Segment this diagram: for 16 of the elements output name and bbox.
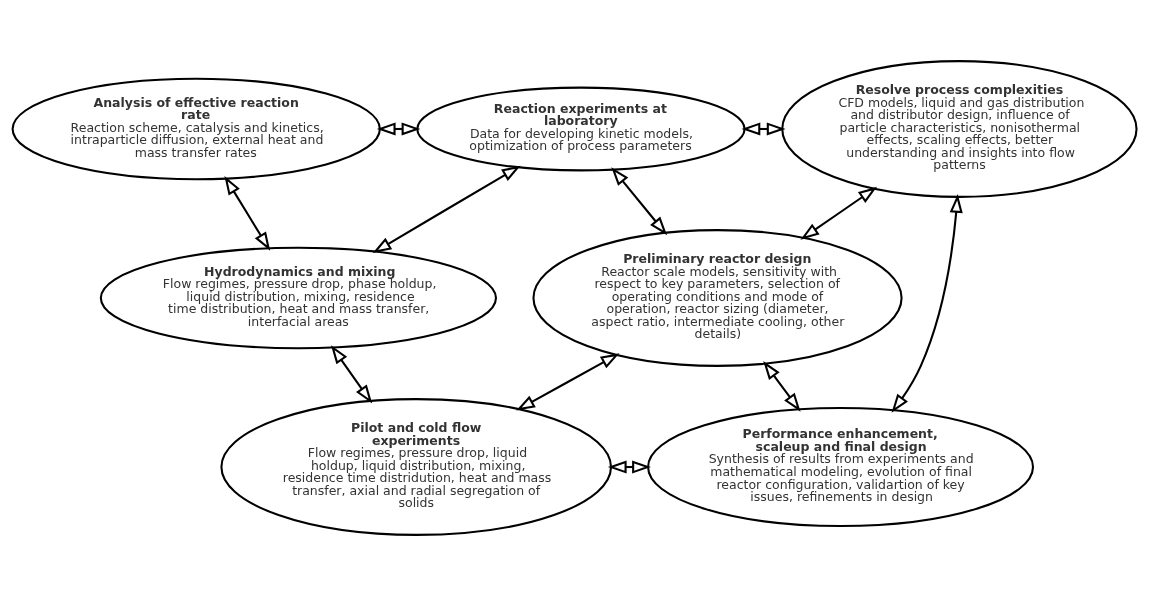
arrow [763, 360, 801, 412]
node-ellipse: Analysis of effective reaction rate Reaction scheme, catalysis and kinetics, intraparticle diffusion, external heat and mass transfer rates [11, 77, 381, 180]
node-ellipse: Performance enhancement, scaleup and final design Synthesis of results from experiments and mathematical modeling, evolution of final reactor configuration, validartion of key issues, refinements in design [647, 406, 1035, 527]
arrow [376, 121, 421, 136]
arrow [516, 352, 620, 411]
arrow [611, 166, 668, 235]
arrow [741, 121, 786, 136]
arrow [800, 186, 878, 240]
arrow [224, 175, 271, 251]
node-ellipse: Reaction experiments at laboratory Data for developing kinetic models, optimization of process parameters [416, 86, 746, 171]
arrow [372, 165, 521, 253]
arrow [891, 193, 963, 413]
arrow [330, 344, 373, 404]
node-ellipse: Hydrodynamics and mixing Flow regimes, pressure drop, phase holdup, liquid distribution, mixing, residence time distribution, heat and mass transfer, interfacial areas [99, 246, 498, 349]
node-ellipse: Resolve process complexities CFD models, liquid and gas distribution and distributor design, influence of particle characteristics, nonisothermal effects, scaling effects, better understanding and insights into flow patterns [781, 59, 1138, 198]
arrow [607, 459, 651, 474]
